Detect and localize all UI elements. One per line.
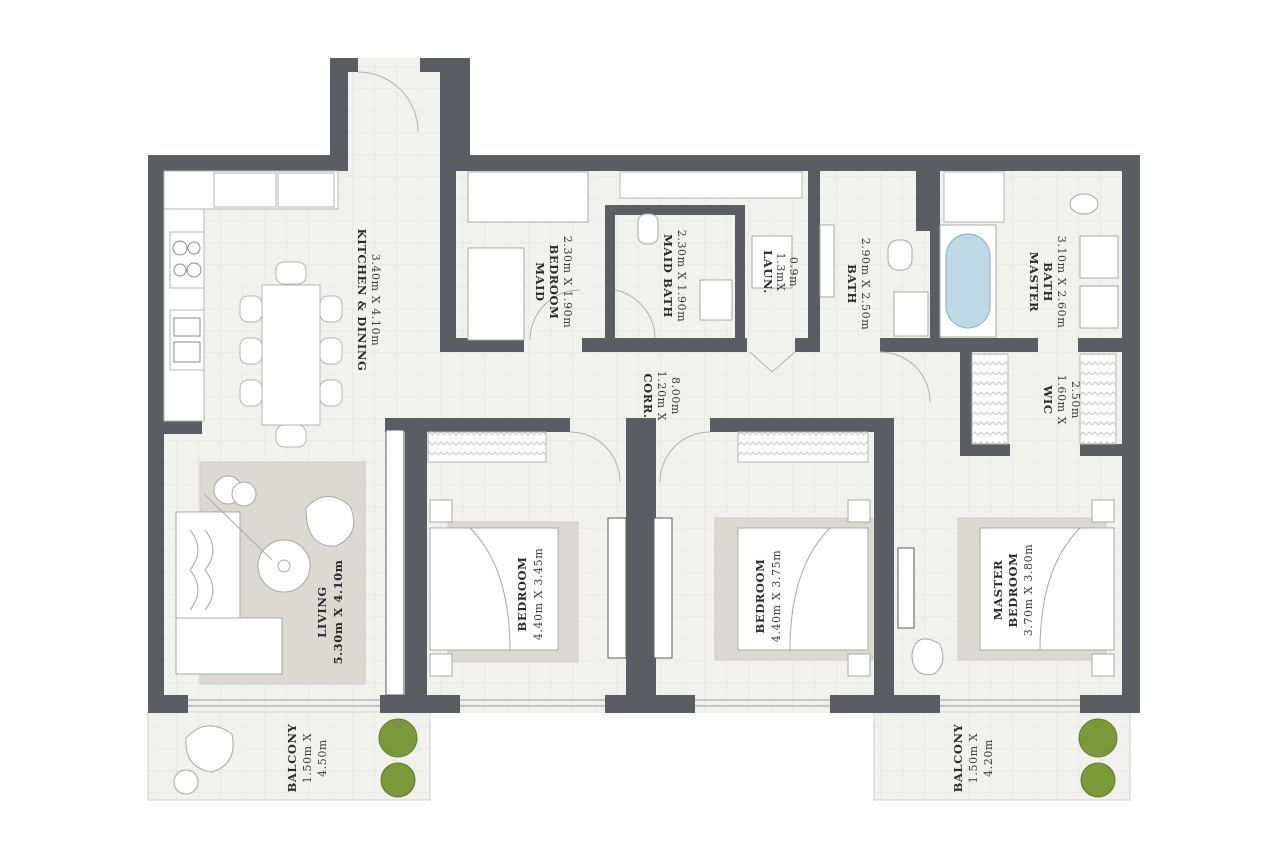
shower-strip: [619, 171, 803, 199]
maid-bath-name: MAID BATH: [661, 234, 675, 318]
kitchen-dining-name: KITCHEN & DINING: [355, 229, 369, 372]
maid-bedroom-name-1: MAID: [533, 262, 547, 301]
master-bath-name-1: MASTER: [1027, 252, 1041, 312]
corridor-size-2: 8.00m: [669, 377, 682, 415]
maid-bath-size: 2.30m X 1.90m: [675, 230, 688, 322]
bath-fixtures: [819, 224, 929, 337]
balcony-chair: [173, 725, 234, 795]
maid-bedroom-size: 2.30m X 1.90m: [561, 236, 574, 328]
master-bedroom-name-2: BEDROOM: [1006, 553, 1020, 628]
door-swings: [357, 71, 931, 483]
bath-size: 2.90m X 2.50m: [859, 238, 872, 330]
wic-size-2: 2.50m: [1069, 381, 1082, 419]
sliding-panels: [385, 429, 915, 696]
laundry-machine: [751, 235, 793, 289]
coffee-table: [213, 475, 311, 593]
living-name: LIVING: [315, 586, 329, 638]
balcony-right-name: BALCONY: [951, 723, 965, 792]
walls: [148, 58, 1140, 713]
living-size: 5.30m X 4.10m: [331, 559, 345, 664]
master-bath-size: 3.10m X 2.60m: [1055, 236, 1068, 328]
bedroom-2-size: 4.40m X 3.75m: [770, 550, 783, 642]
master-bedroom-name-1: MASTER: [991, 560, 1005, 620]
maid-bath-fixtures: [637, 213, 733, 321]
wic-name: WIC: [1041, 384, 1055, 414]
maid-bedroom-name-2: BEDROOM: [547, 245, 561, 320]
laundry-name: LAUN.: [761, 250, 775, 294]
cooktop-icon: [172, 240, 202, 278]
sofa: [175, 511, 283, 675]
master-bedroom-size: 3.70m X 3.80m: [1022, 544, 1035, 636]
windows: [188, 699, 1080, 707]
wardrobes: [427, 353, 1117, 463]
balcony-right-size-1: 1.50m X: [967, 733, 980, 783]
kitchen-counter: [163, 170, 339, 422]
corridor-name: CORR.: [641, 373, 655, 418]
bedroom-2-name: BEDROOM: [753, 559, 767, 634]
laundry-size-2: 0.9m: [787, 257, 800, 287]
armchair: [305, 496, 355, 547]
sink-icon: [173, 317, 201, 363]
wic-size-1: 1.60m X: [1055, 375, 1068, 425]
balcony-right-size-2: 4.20m: [982, 739, 995, 777]
kitchen-dining-size: 3.40m X 4.10m: [369, 254, 382, 346]
balcony-left-size-2: 4.50m: [316, 739, 329, 777]
maid-bed: [467, 171, 589, 341]
corridor-size-1: 1.20m X: [655, 371, 668, 421]
plants: [378, 718, 1118, 798]
master-bath-fixtures: [939, 171, 1119, 338]
laundry-size-1: 1.3mX: [774, 253, 787, 292]
balcony-left-name: BALCONY: [285, 723, 299, 792]
bedroom-2-bed: [714, 499, 874, 677]
bedroom-1-bed: [429, 499, 579, 677]
master-bath-name-2: BATH: [1041, 262, 1055, 302]
bath-name: BATH: [845, 264, 859, 304]
dining-table: [239, 261, 343, 448]
bedroom-1-size: 4.40m X 3.45m: [532, 548, 545, 640]
bedroom-1-name: BEDROOM: [515, 557, 529, 632]
balcony-left-size-1: 1.50m X: [301, 733, 314, 783]
master-bed: [911, 499, 1115, 677]
